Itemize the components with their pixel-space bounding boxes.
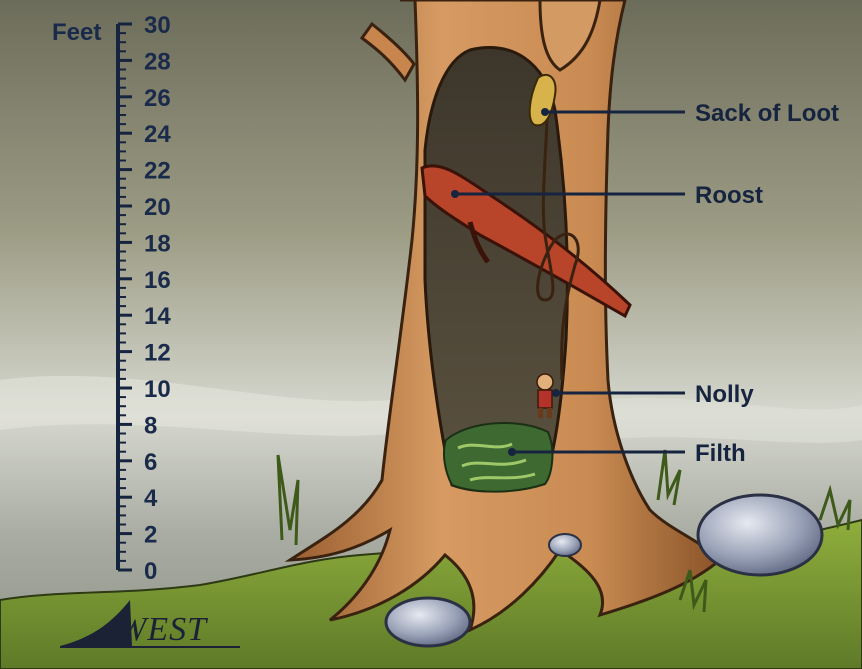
callout-label: Nolly — [695, 381, 754, 408]
rock — [386, 598, 470, 646]
scale-tick-label: 6 — [144, 449, 157, 476]
scale-tick-label: 2 — [144, 522, 157, 549]
scale-tick-label: 20 — [144, 194, 171, 221]
rock — [549, 534, 581, 556]
scale-tick-label: 30 — [144, 12, 171, 39]
scale-tick-label: 8 — [144, 412, 157, 439]
callout-label: Roost — [695, 182, 763, 209]
scale-tick-label: 16 — [144, 267, 171, 294]
scale-tick-label: 18 — [144, 230, 171, 257]
logo-text: WEST — [118, 611, 208, 648]
rock — [698, 495, 822, 575]
scale-tick-label: 4 — [144, 485, 158, 512]
scale-tick-label: 26 — [144, 85, 171, 112]
scale-tick-label: 22 — [144, 158, 171, 185]
scale-tick-label: 0 — [144, 558, 157, 585]
scale-tick-label: 10 — [144, 376, 171, 403]
callout-label: Filth — [695, 440, 746, 467]
scale-tick-label: 28 — [144, 48, 171, 75]
filth-pile — [444, 423, 552, 492]
scale-unit-label: Feet — [52, 19, 101, 46]
scale-tick-label: 14 — [144, 303, 171, 330]
scale-tick-label: 24 — [144, 121, 171, 148]
scale-tick-label: 12 — [144, 340, 171, 367]
callout-label: Sack of Loot — [695, 100, 839, 127]
